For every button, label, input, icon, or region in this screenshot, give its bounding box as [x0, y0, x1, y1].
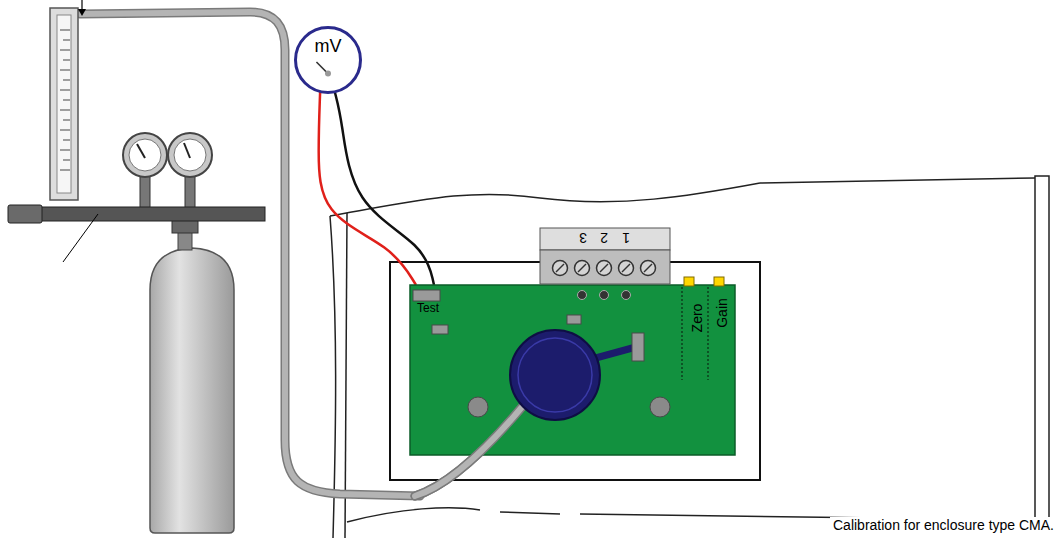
pressure-gauge — [123, 133, 167, 177]
gauge-stem — [185, 175, 195, 208]
meter-pivot — [325, 71, 331, 77]
terminal-number: 2 — [600, 230, 608, 246]
terminal-pin — [578, 291, 587, 300]
terminal-block — [540, 250, 670, 284]
meter-dial — [296, 28, 361, 93]
regulator-body — [40, 207, 265, 221]
mounting-hole — [650, 397, 670, 417]
enclosure-bottom-edge — [500, 512, 560, 514]
gas-cylinder — [150, 248, 234, 533]
trimmer-potentiometer — [714, 277, 724, 286]
gas-hose-outline — [80, 12, 420, 496]
terminal-number: 1 — [622, 230, 630, 246]
adjust-zone-divider — [681, 287, 682, 380]
scale-tick — [60, 30, 70, 31]
scale-tick — [60, 50, 70, 51]
screw-slot — [600, 264, 608, 272]
gauge-face — [129, 139, 161, 171]
flowmeter — [50, 8, 78, 200]
scale-tick — [63, 60, 70, 61]
test-point-label: Test — [417, 302, 439, 316]
scale-tick — [63, 120, 70, 121]
sensor-connector — [632, 333, 644, 361]
pcb — [410, 285, 735, 455]
gain-adjust-label: Gain — [714, 298, 730, 328]
circuit-board-outline — [410, 285, 735, 455]
scale-tick — [60, 110, 70, 111]
scale-tick — [63, 160, 70, 161]
gas-hose — [80, 12, 420, 496]
inner-panel — [390, 262, 760, 480]
scale-tick — [63, 40, 70, 41]
cylinder-valve — [172, 220, 198, 233]
enclosure — [330, 176, 1049, 538]
terminal-screw — [553, 261, 568, 276]
enclosure-left-edge — [345, 213, 347, 538]
scale-tick — [63, 100, 70, 101]
gauge-needle — [184, 143, 190, 158]
millivolt-meter: mV — [294, 26, 362, 94]
terminal-pin — [622, 291, 631, 300]
enclosure-bottom-edge — [347, 508, 480, 522]
gas-sensor-ring — [518, 338, 592, 412]
sensor-hose-outline — [415, 407, 522, 496]
red-test-lead — [319, 92, 416, 285]
pressure-gauge — [168, 133, 212, 177]
scale-tick — [63, 80, 70, 81]
scale-tick — [60, 170, 70, 171]
trimmer-potentiometer — [684, 277, 694, 286]
flowmeter-scale — [60, 30, 70, 170]
screw-slot — [644, 264, 652, 272]
terminal-screw — [619, 261, 634, 276]
scale-tick — [63, 140, 70, 141]
flowmeter-tube — [57, 15, 71, 193]
enclosure-hinge-edge — [1035, 176, 1049, 532]
circuit-board: Test Zero Gain — [410, 285, 735, 455]
adjust-zone-divider — [707, 287, 708, 380]
terminal-pin — [600, 291, 609, 300]
smd-component — [432, 325, 448, 334]
test-connector — [413, 290, 440, 301]
enclosure-top-edge — [760, 178, 1035, 183]
terminal-screw — [641, 261, 656, 276]
cylinder-neck — [178, 232, 192, 250]
regulator-knob — [8, 205, 42, 223]
gauge-needle — [137, 144, 145, 158]
terminal-screw — [575, 261, 590, 276]
scale-tick — [60, 90, 70, 91]
gas-sensor — [510, 330, 600, 420]
terminal-block-header — [540, 228, 670, 250]
zero-adjust-label: Zero — [689, 304, 705, 333]
scale-tick — [60, 70, 70, 71]
terminal-number: 3 — [579, 230, 587, 246]
screw-slot — [556, 264, 564, 272]
scale-tick — [60, 150, 70, 151]
enclosure-top-edge — [330, 183, 760, 216]
scale-tick — [60, 130, 70, 131]
smd-component — [567, 315, 581, 324]
figure-caption: Calibration for enclosure type CMA. — [830, 517, 1057, 533]
screw-slot — [622, 264, 630, 272]
gauge-stem — [140, 175, 150, 208]
meter-unit: mV — [315, 36, 342, 57]
terminal-screw — [597, 261, 612, 276]
gauge-face — [174, 139, 206, 171]
black-test-lead — [335, 92, 434, 285]
sensor-hose — [415, 407, 522, 496]
pointer-arrowhead — [78, 9, 86, 16]
leader-line — [63, 214, 98, 262]
mounting-hole — [468, 397, 488, 417]
screw-slot — [578, 264, 586, 272]
pointer-arrow-shaft — [81, 0, 82, 10]
